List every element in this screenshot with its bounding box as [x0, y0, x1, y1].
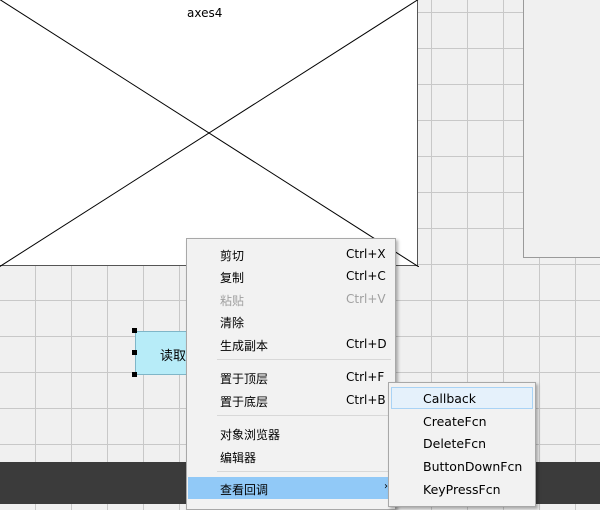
menu-item-bring-to-front[interactable]: 置于顶层 Ctrl+F: [220, 370, 385, 386]
read-pushbutton-label: 读取: [160, 349, 187, 364]
menu-item-view-callbacks[interactable]: 查看回调 ›: [188, 477, 394, 499]
menu-item-duplicate[interactable]: 生成副本 Ctrl+D: [220, 337, 387, 353]
submenu-item-buttondownfcn[interactable]: ButtonDownFcn: [423, 459, 523, 474]
axes-cross: [0, 0, 419, 267]
submenu-item-keypressfcn[interactable]: KeyPressFcn: [423, 482, 501, 497]
axes-tag-label: axes4: [187, 6, 223, 20]
menu-item-send-to-back[interactable]: 置于底层 Ctrl+B: [220, 393, 386, 409]
selection-handle[interactable]: [132, 350, 137, 355]
menu-item-object-browser[interactable]: 对象浏览器: [220, 428, 281, 442]
selection-handle[interactable]: [132, 372, 137, 377]
submenu-item-deletefcn[interactable]: DeleteFcn: [423, 436, 487, 451]
axes-placeholder[interactable]: axes4: [0, 0, 419, 267]
submenu-item-callback[interactable]: Callback: [391, 387, 533, 409]
menu-item-clear[interactable]: 清除: [220, 316, 245, 330]
callbacks-submenu: Callback CreateFcn DeleteFcn ButtonDownF…: [388, 382, 536, 507]
submenu-item-createfcn[interactable]: CreateFcn: [423, 414, 487, 429]
menu-item-editor[interactable]: 编辑器: [220, 451, 257, 465]
menu-separator: [217, 359, 391, 360]
menu-separator: [217, 415, 391, 416]
context-menu: 剪切 Ctrl+X 复制 Ctrl+C 粘贴 Ctrl+V 清除 生成副本 Ct…: [186, 238, 396, 510]
selection-handle[interactable]: [132, 328, 137, 333]
side-panel[interactable]: [523, 0, 600, 258]
submenu-arrow-icon: ›: [384, 481, 388, 492]
menu-separator: [217, 471, 391, 472]
menu-item-paste[interactable]: 粘贴 Ctrl+V: [220, 292, 386, 308]
menu-item-copy[interactable]: 复制 Ctrl+C: [220, 269, 386, 285]
menu-item-cut[interactable]: 剪切 Ctrl+X: [220, 247, 386, 263]
read-pushbutton[interactable]: 读取: [135, 331, 195, 375]
